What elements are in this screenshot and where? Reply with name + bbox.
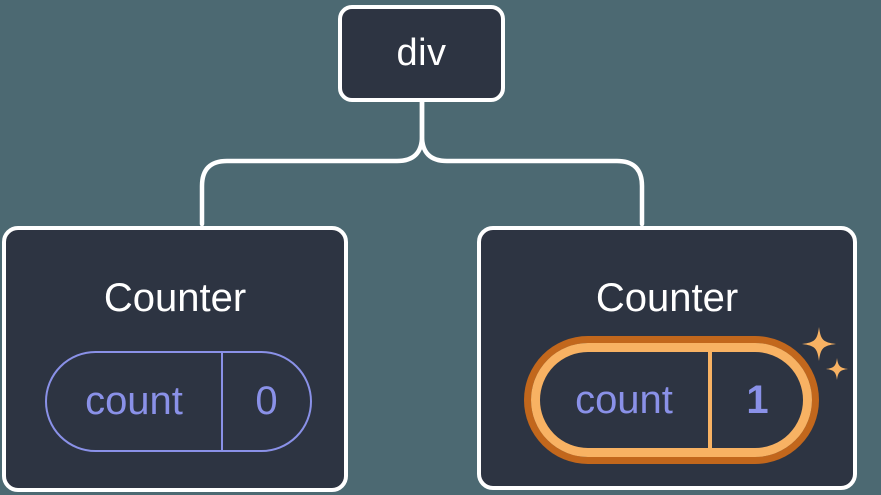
state-key-label: count bbox=[575, 377, 673, 422]
counter-card-right: Counter count 1 bbox=[477, 226, 857, 490]
sparkle-large bbox=[802, 327, 836, 361]
state-key-label: count bbox=[85, 379, 183, 423]
state-pill-highlighted: count 1 bbox=[531, 343, 812, 457]
state-pill: count 0 bbox=[45, 351, 312, 452]
sparkles-icon bbox=[802, 327, 848, 380]
state-value: 0 bbox=[255, 379, 278, 423]
card-title: Counter bbox=[595, 276, 739, 320]
state-pill-divider bbox=[221, 353, 223, 450]
root-node: div bbox=[338, 5, 505, 102]
connector-right-branch bbox=[419, 99, 645, 227]
connector-left-branch bbox=[199, 99, 425, 227]
counter-card-left: Counter count 0 bbox=[2, 226, 348, 492]
root-node-label: div bbox=[396, 32, 447, 74]
card-title: Counter bbox=[103, 276, 247, 320]
state-value: 1 bbox=[746, 377, 769, 422]
sparkle-small bbox=[826, 358, 848, 380]
state-pill-divider bbox=[708, 352, 712, 448]
